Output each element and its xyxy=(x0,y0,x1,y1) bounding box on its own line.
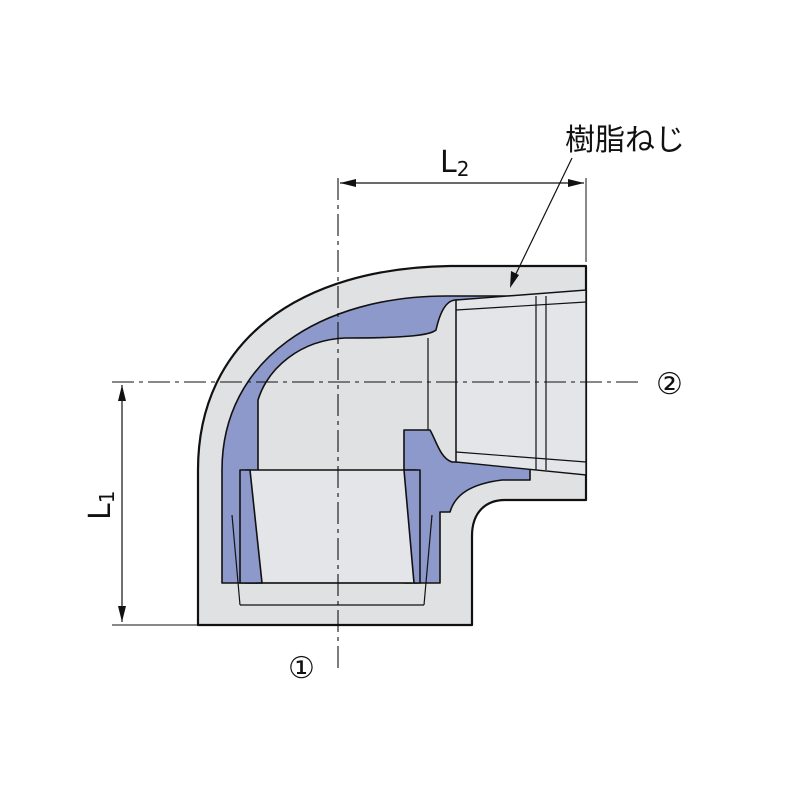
port-1-label: ① xyxy=(288,651,315,686)
socket-bore-1 xyxy=(245,469,417,584)
l2-arrow-right xyxy=(568,179,584,187)
resin-thread-arrow xyxy=(510,271,519,288)
l1-arrow-top xyxy=(118,385,126,401)
thread-line xyxy=(455,301,587,311)
thread-line xyxy=(231,514,241,606)
resin-thread-leader xyxy=(511,157,573,283)
resin-liner-lower xyxy=(403,429,531,584)
thread-line xyxy=(455,451,587,463)
l1-arrow-bottom xyxy=(118,606,126,622)
thread-tooth-right xyxy=(403,469,421,584)
thread-line xyxy=(423,514,433,606)
l1-label: L1 xyxy=(83,491,119,520)
l2-arrow-left xyxy=(340,179,356,187)
resin-thread-label: 樹脂ねじ xyxy=(565,123,685,158)
port-2-label: ② xyxy=(656,367,683,402)
l2-label: L2 xyxy=(440,145,469,181)
